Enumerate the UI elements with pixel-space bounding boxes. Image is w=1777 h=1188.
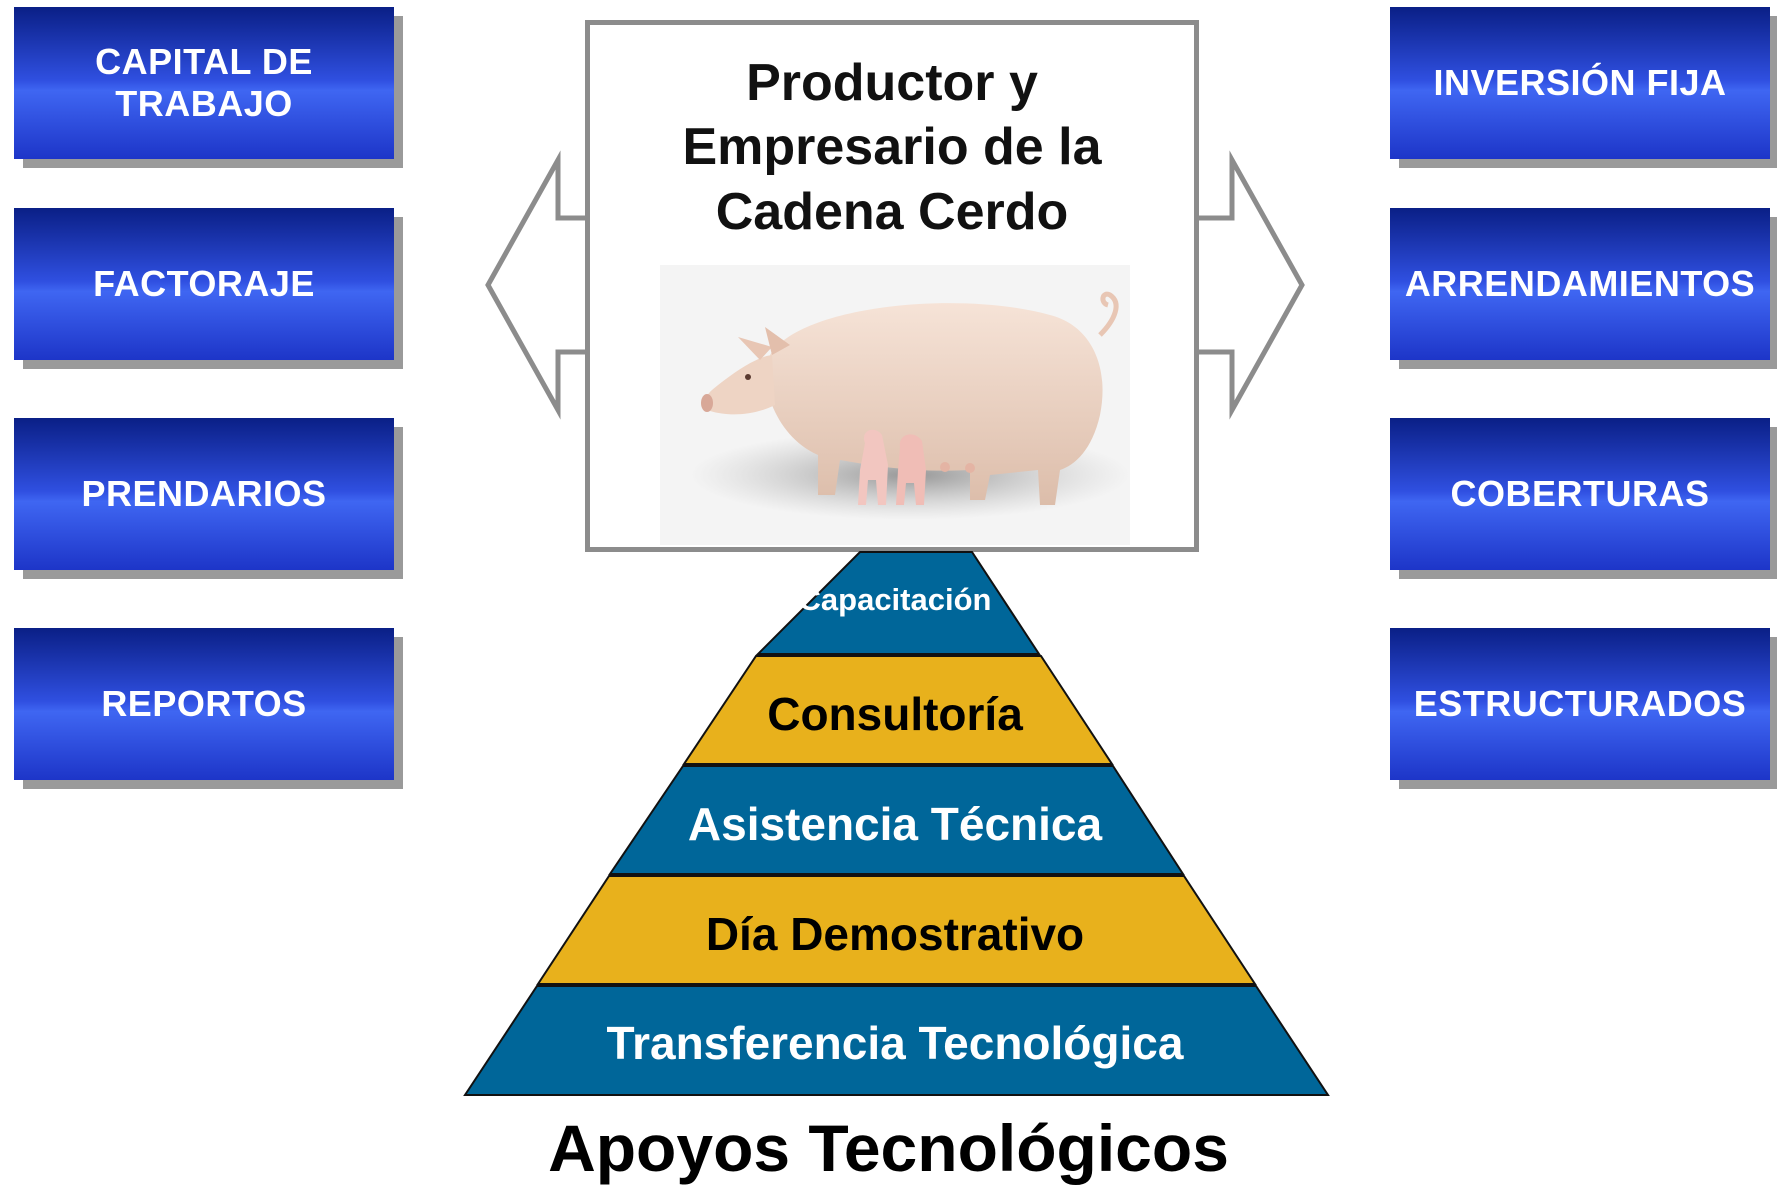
pyramid-label-consultoria: Consultoría [767, 688, 1023, 740]
button-label: PRENDARIOS [81, 472, 327, 514]
pyramid-level-capacitacion [755, 551, 1041, 655]
estructurados-button[interactable]: ESTRUCTURADOS [1390, 628, 1770, 780]
inversion-fija-button[interactable]: INVERSIÓN FIJA [1390, 7, 1770, 159]
pyramid-label-dia-demostrativo: Día Demostrativo [705, 908, 1085, 960]
pyramid-label-transferencia-tecnologica: Transferencia Tecnológica [606, 1017, 1184, 1069]
button-label: CAPITAL DE TRABAJO [95, 40, 313, 124]
button-label: REPORTOS [101, 682, 307, 724]
button-label: COBERTURAS [1450, 472, 1710, 514]
button-label: FACTORAJE [93, 262, 315, 304]
pig-with-piglets-image [660, 265, 1130, 545]
apoyos-tecnologicos-title: Apoyos Tecnológicos [548, 1111, 1229, 1185]
coberturas-button[interactable]: COBERTURAS [1390, 418, 1770, 570]
producer-title: Productor y Empresario de la Cadena Cerd… [682, 54, 1102, 241]
capital-de-trabajo-button[interactable]: CAPITAL DE TRABAJO [14, 7, 394, 159]
pyramid-level-transferencia-tecnologica [463, 985, 1330, 1096]
pyramid-label-capacitacion: Capacitación [798, 582, 992, 617]
arrendamientos-button[interactable]: ARRENDAMIENTOS [1390, 208, 1770, 360]
pyramid-level-dia-demostrativo [536, 875, 1257, 985]
button-label: INVERSIÓN FIJA [1433, 61, 1727, 103]
pyramid-level-consultoria [682, 655, 1114, 765]
pyramid-level-asistencia-tecnica [608, 765, 1185, 875]
producer-box: Productor y Empresario de la Cadena Cerd… [585, 20, 1199, 552]
prendarios-button[interactable]: PRENDARIOS [14, 418, 394, 570]
button-label: ESTRUCTURADOS [1413, 682, 1747, 724]
reportos-button[interactable]: REPORTOS [14, 628, 394, 780]
button-label: ARRENDAMIENTOS [1404, 262, 1756, 304]
pyramid-label-asistencia-tecnica: Asistencia Técnica [687, 798, 1103, 850]
factoraje-button[interactable]: FACTORAJE [14, 208, 394, 360]
